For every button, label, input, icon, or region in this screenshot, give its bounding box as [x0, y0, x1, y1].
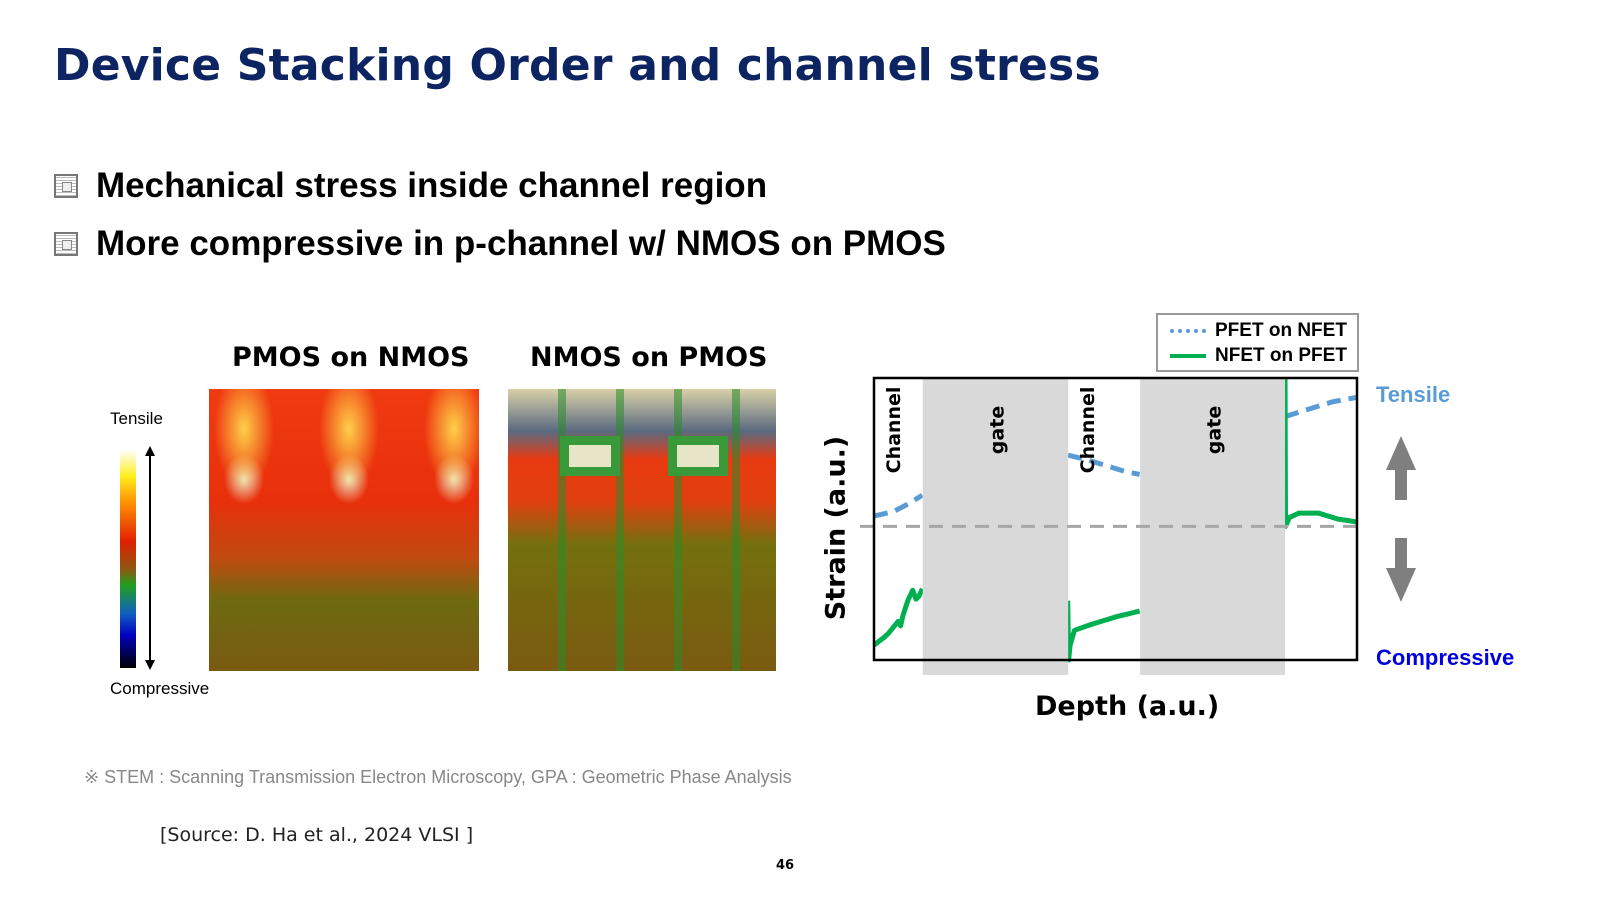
legend-item: NFET on PFET — [1170, 345, 1347, 367]
arrow-up-icon — [1386, 436, 1416, 500]
series-line-pfet-on-nfet — [873, 493, 924, 519]
stem-feature — [560, 436, 620, 476]
plot-frame — [872, 376, 1359, 662]
y-axis-label: Strain (a.u.) — [820, 435, 852, 621]
tensile-compressive-arrows — [1386, 436, 1416, 602]
gate-region — [922, 378, 1069, 675]
legend-label: PFET on NFET — [1215, 320, 1347, 341]
bullet-text: Mechanical stress inside channel region — [96, 166, 768, 205]
source-citation: [Source: D. Ha et al., 2024 VLSI ] — [160, 824, 474, 846]
region-label: Channel — [1077, 387, 1099, 474]
legend-swatch — [1170, 354, 1206, 358]
bullet-text: More compressive in p-channel w/ NMOS on… — [96, 224, 946, 263]
double-arrow-icon — [145, 446, 155, 670]
stem-image-nmos-on-pmos — [508, 389, 776, 671]
x-axis-label: Depth (a.u.) — [1035, 691, 1220, 722]
bullet-item: Mechanical stress inside channel region — [54, 166, 767, 206]
square-bullet-icon — [54, 232, 78, 256]
compressive-label: Compressive — [1376, 645, 1515, 670]
legend-swatch — [1170, 329, 1206, 333]
footnote: ※ STEM : Scanning Transmission Electron … — [84, 767, 792, 787]
colorbar — [120, 450, 136, 668]
series-line-pfet-on-nfet — [1067, 452, 1141, 477]
legend-item: PFET on NFET — [1170, 320, 1347, 342]
series-line-pfet-on-nfet — [1284, 394, 1358, 419]
stem-image-pmos-on-nmos — [209, 389, 479, 671]
legend-label: NFET on PFET — [1215, 345, 1347, 366]
square-bullet-icon — [54, 174, 78, 198]
series-line-nfet-on-pfet — [872, 587, 925, 648]
colorbar-top-label: Tensile — [110, 409, 163, 428]
left-image-title: PMOS on NMOS — [232, 342, 470, 373]
region-label: Channel — [883, 387, 905, 474]
slide-title: Device Stacking Order and channel stress — [54, 40, 1101, 91]
colorbar-bottom-label: Compressive — [110, 679, 210, 698]
page-number: 46 — [776, 858, 795, 873]
region-label: gate — [1204, 406, 1226, 454]
bullet-item: More compressive in p-channel w/ NMOS on… — [54, 224, 946, 264]
right-image-title: NMOS on PMOS — [530, 342, 768, 373]
chart-legend: PFET on NFET NFET on PFET — [1156, 313, 1359, 372]
region-label: gate — [986, 406, 1008, 454]
tensile-label: Tensile — [1376, 382, 1451, 407]
stem-feature — [668, 436, 728, 476]
arrow-down-icon — [1386, 538, 1416, 602]
